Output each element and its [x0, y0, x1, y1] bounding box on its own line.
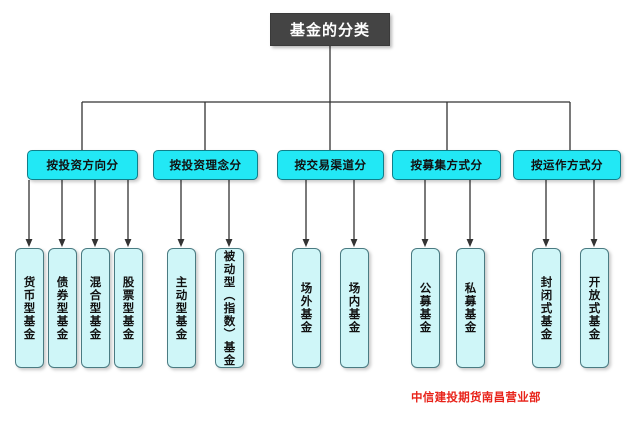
leaf-label-2-2: 被动型（指数）基金	[222, 249, 237, 367]
category-box-3[interactable]: 按交易渠道分	[277, 150, 384, 180]
category-box-1[interactable]: 按投资方向分	[27, 150, 138, 180]
category-label-3: 按交易渠道分	[294, 158, 367, 172]
category-box-4[interactable]: 按募集方式分	[392, 150, 501, 180]
category-label-5: 按运作方式分	[531, 158, 603, 172]
leaf-box-4-2[interactable]: 私募基金	[456, 248, 485, 368]
leaf-box-1-3[interactable]: 混合型基金	[81, 248, 110, 368]
leaf-label-4-2: 私募基金	[463, 282, 478, 334]
leaf-label-3-1: 场外基金	[299, 282, 314, 334]
leaf-box-1-1[interactable]: 货币型基金	[15, 248, 44, 368]
leaf-box-1-4[interactable]: 股票型基金	[114, 248, 143, 368]
category-label-4: 按募集方式分	[410, 158, 483, 172]
root-title-label: 基金的分类	[289, 21, 370, 39]
leaf-box-3-2[interactable]: 场内基金	[340, 248, 369, 368]
leaf-box-1-2[interactable]: 债券型基金	[48, 248, 77, 368]
leaf-box-5-2[interactable]: 开放式基金	[580, 248, 609, 368]
leaf-box-3-1[interactable]: 场外基金	[292, 248, 321, 368]
leaf-label-2-1: 主动型基金	[174, 275, 189, 341]
category-box-5[interactable]: 按运作方式分	[513, 150, 621, 180]
root-title-box: 基金的分类	[270, 13, 390, 46]
leaf-label-4-1: 公募基金	[418, 282, 433, 334]
leaf-label-1-1: 货币型基金	[22, 275, 37, 341]
leaf-box-2-2[interactable]: 被动型（指数）基金	[215, 248, 244, 368]
leaf-label-5-2: 开放式基金	[587, 275, 602, 341]
leaf-label-3-2: 场内基金	[347, 282, 362, 334]
category-label-2: 按投资理念分	[169, 158, 242, 172]
category-label-1: 按投资方向分	[46, 158, 119, 172]
leaf-label-1-2: 债券型基金	[55, 275, 70, 341]
leaf-box-5-1[interactable]: 封闭式基金	[532, 248, 561, 368]
leaf-label-1-4: 股票型基金	[121, 275, 136, 341]
leaf-label-5-1: 封闭式基金	[539, 275, 554, 341]
category-box-2[interactable]: 按投资理念分	[153, 150, 258, 180]
leaf-box-4-1[interactable]: 公募基金	[411, 248, 440, 368]
leaf-label-1-3: 混合型基金	[88, 275, 103, 341]
leaf-box-2-1[interactable]: 主动型基金	[167, 248, 196, 368]
footer-watermark: 中信建投期货南昌营业部	[411, 390, 541, 404]
